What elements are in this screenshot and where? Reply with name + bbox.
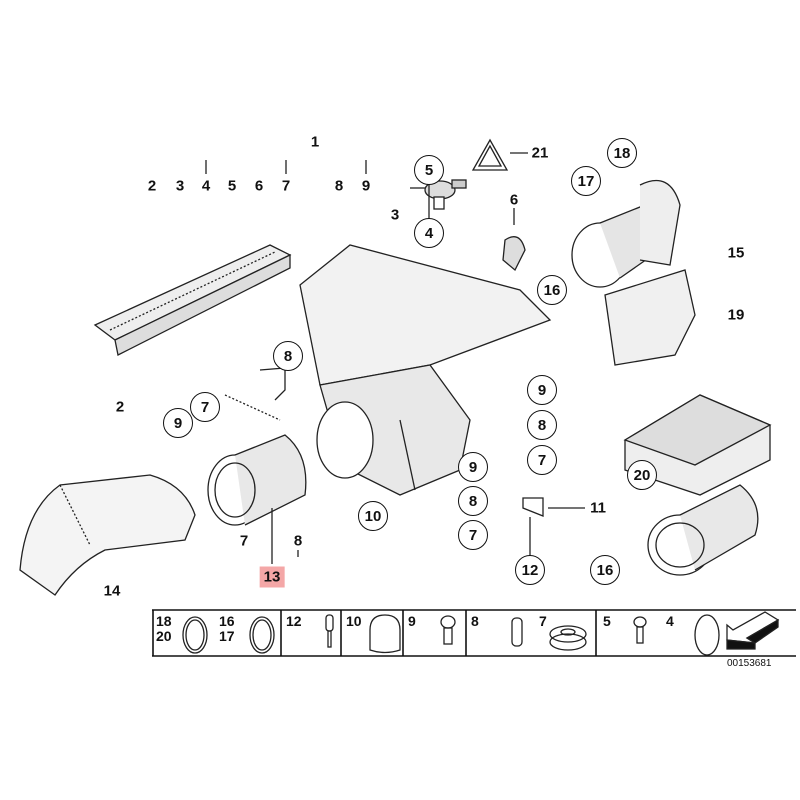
callout-20: 20: [627, 460, 657, 490]
o-ring-icon: [694, 614, 720, 656]
warning-triangle-label: [471, 138, 528, 171]
callout-19: 19: [727, 306, 745, 324]
callout-8: 8: [273, 341, 303, 371]
callout-14: 14: [103, 582, 121, 600]
callout-21: 21: [531, 144, 549, 162]
legend-label: 9: [408, 613, 416, 629]
top-row-label: 5: [227, 177, 237, 195]
clip-part: [502, 236, 526, 272]
callout-8: 8: [527, 410, 557, 440]
air-filter-element: [93, 244, 292, 356]
diagram-code: 00153681: [727, 658, 772, 669]
callout-6: 6: [509, 191, 519, 209]
screw-icon: [440, 615, 456, 645]
callout-3: 3: [390, 206, 400, 224]
pin-icon: [325, 614, 334, 648]
cap-icon: [369, 614, 401, 654]
air-filter-housing: [299, 244, 552, 496]
legend-label: 5: [603, 613, 611, 629]
legend-label: 4: [666, 613, 674, 629]
top-row-label: 2: [147, 177, 157, 195]
arrow-icon: [726, 611, 780, 650]
callout-10: 10: [358, 501, 388, 531]
callout-9: 9: [458, 452, 488, 482]
callout-8: 8: [293, 532, 303, 550]
top-row-label: 7: [281, 177, 291, 195]
callout-13-highlighted[interactable]: 13: [259, 566, 285, 588]
bracket-part: [522, 497, 544, 517]
top-row-label: 3: [175, 177, 185, 195]
callout-8: 8: [458, 486, 488, 516]
top-row-label: 9: [361, 177, 371, 195]
legend-label: 8: [471, 613, 479, 629]
callout-15: 15: [727, 244, 745, 262]
grommet-icon: [549, 625, 587, 651]
callout-1: 1: [310, 133, 320, 151]
callout-7: 7: [458, 520, 488, 550]
top-row-label: 6: [254, 177, 264, 195]
legend-label: 12: [286, 613, 302, 629]
callout-18: 18: [607, 138, 637, 168]
top-row-label: 4: [201, 177, 211, 195]
hose-clamp-icon: [249, 616, 275, 654]
air-mass-meter: [207, 367, 307, 564]
callout-9: 9: [527, 375, 557, 405]
spacer-icon: [511, 617, 523, 647]
callout-7: 7: [527, 445, 557, 475]
pressure-sensor: [410, 179, 467, 210]
callout-17: 17: [571, 166, 601, 196]
callout-2: 2: [115, 398, 125, 416]
callout-16: 16: [590, 555, 620, 585]
callout-4: 4: [414, 218, 444, 248]
legend-table: [152, 609, 796, 657]
callout-9: 9: [163, 408, 193, 438]
callout-7: 7: [239, 532, 249, 550]
screw-icon: [633, 616, 647, 644]
callout-12: 12: [515, 555, 545, 585]
intake-duct: [19, 474, 196, 596]
air-mass-meter-upper: [571, 179, 696, 366]
callout-11: 11: [590, 499, 606, 517]
callout-7: 7: [190, 392, 220, 422]
legend-label: 7: [539, 613, 547, 629]
resonator-and-hose: [623, 394, 772, 576]
callout-5: 5: [414, 155, 444, 185]
top-row-label: 8: [334, 177, 344, 195]
legend-label: 10: [346, 613, 362, 629]
hose-clamp-icon: [182, 616, 208, 654]
callout-16: 16: [537, 275, 567, 305]
